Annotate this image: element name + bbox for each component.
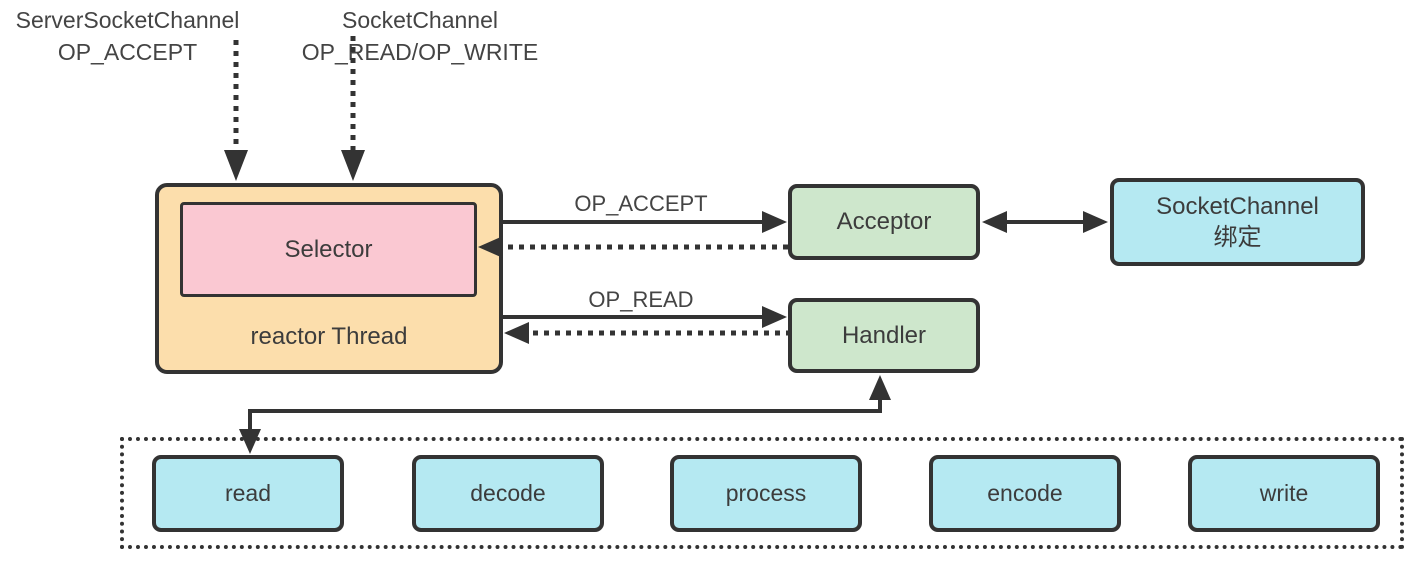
pipeline-step-decode: decode [412,455,604,532]
pipeline-step-decode-label: decode [470,480,546,506]
acceptor-node: Acceptor [788,184,980,260]
handler-label: Handler [841,321,927,349]
annotation-serversocketchannel-line1: ServerSocketChannel [15,7,240,33]
annotation-serversocketchannel-line2: OP_ACCEPT [57,38,198,65]
annotation-socketchannel-line2: OP_READ/OP_WRITE [301,38,539,65]
pipeline-step-process-label: process [725,480,807,506]
handler-pipeline-container [120,437,1404,549]
pipeline-step-write-label: write [1259,480,1309,506]
acceptor-return-arrow [478,236,788,258]
reactor-thread-label: reactor Thread [250,323,408,350]
annotation-socketchannel: SocketChannel OP_READ/OP_WRITE [262,5,578,68]
selector-label: Selector [284,235,373,263]
pipeline-step-encode-label: encode [987,480,1063,506]
annotation-serversocketchannel: ServerSocketChannel OP_ACCEPT [10,5,245,68]
socketchannel-bind-line1: SocketChannel [1156,192,1319,220]
selector-node: Selector [180,202,477,297]
acceptor-label: Acceptor [836,208,932,235]
handler-return-arrow [504,322,788,344]
pipeline-step-encode: encode [929,455,1121,532]
socketchannel-bind-node: SocketChannel 绑定 [1110,178,1365,266]
op-read-edge-label: OP_READ [588,287,694,312]
acceptor-socketchannel-double-arrow [982,211,1108,233]
annotation-socketchannel-line1: SocketChannel [342,7,498,33]
pipeline-step-process: process [670,455,862,532]
socketchannel-bind-line2: 绑定 [1213,224,1262,251]
pipeline-step-write: write [1188,455,1380,532]
handler-node: Handler [788,298,980,373]
op-accept-edge-label: OP_ACCEPT [574,191,708,216]
pipeline-step-read-label: read [224,480,272,506]
pipeline-step-read: read [152,455,344,532]
